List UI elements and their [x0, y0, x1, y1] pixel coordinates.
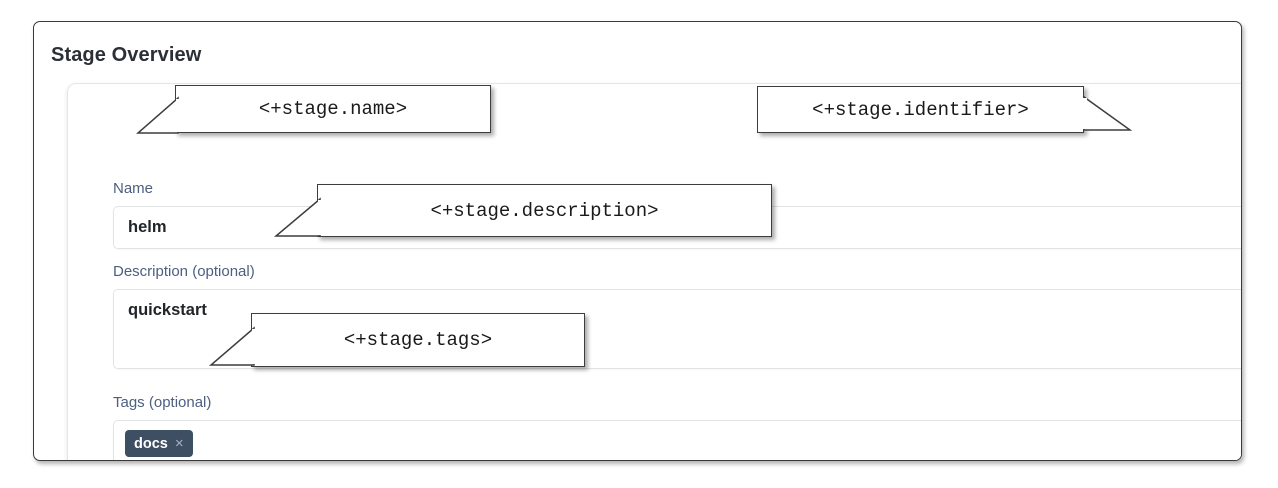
callout-stage-identifier: <+stage.identifier> — [757, 86, 1084, 133]
callout-stage-tags-tail — [208, 326, 258, 366]
callout-stage-name-tail — [136, 96, 182, 134]
callout-stage-description: <+stage.description> — [317, 184, 772, 237]
callout-stage-identifier-tail — [1080, 95, 1133, 131]
page-title: Stage Overview — [51, 44, 202, 66]
callout-stage-description-text: <+stage.description> — [430, 199, 659, 222]
callout-stage-identifier-text: <+stage.identifier> — [812, 98, 1029, 121]
description-textarea[interactable]: quickstart — [113, 289, 1241, 369]
tag-chip[interactable]: docs × — [125, 430, 193, 457]
callout-stage-name-text: <+stage.name> — [258, 98, 408, 120]
tags-input-wrap: docs × — [113, 420, 1241, 460]
name-field-group: Name — [113, 180, 1241, 198]
name-label: Name — [113, 180, 154, 197]
description-field-group: Description (optional) — [113, 263, 1241, 281]
description-input-wrap: quickstart — [113, 289, 1241, 374]
callout-stage-tags: <+stage.tags> — [251, 313, 585, 367]
close-icon[interactable]: × — [174, 435, 184, 452]
tags-input[interactable]: docs × — [113, 420, 1241, 460]
tags-field-group: Tags (optional) — [113, 394, 1241, 412]
tags-label: Tags (optional) — [113, 394, 212, 411]
stage-overview-card: ID: helm Name Description (optional) qui… — [67, 83, 1241, 460]
tag-chip-label: docs — [134, 435, 168, 452]
callout-stage-tags-text: <+stage.tags> — [343, 329, 493, 351]
description-label: Description (optional) — [113, 263, 255, 280]
callout-stage-description-tail — [273, 197, 324, 237]
callout-stage-name: <+stage.name> — [175, 85, 491, 133]
